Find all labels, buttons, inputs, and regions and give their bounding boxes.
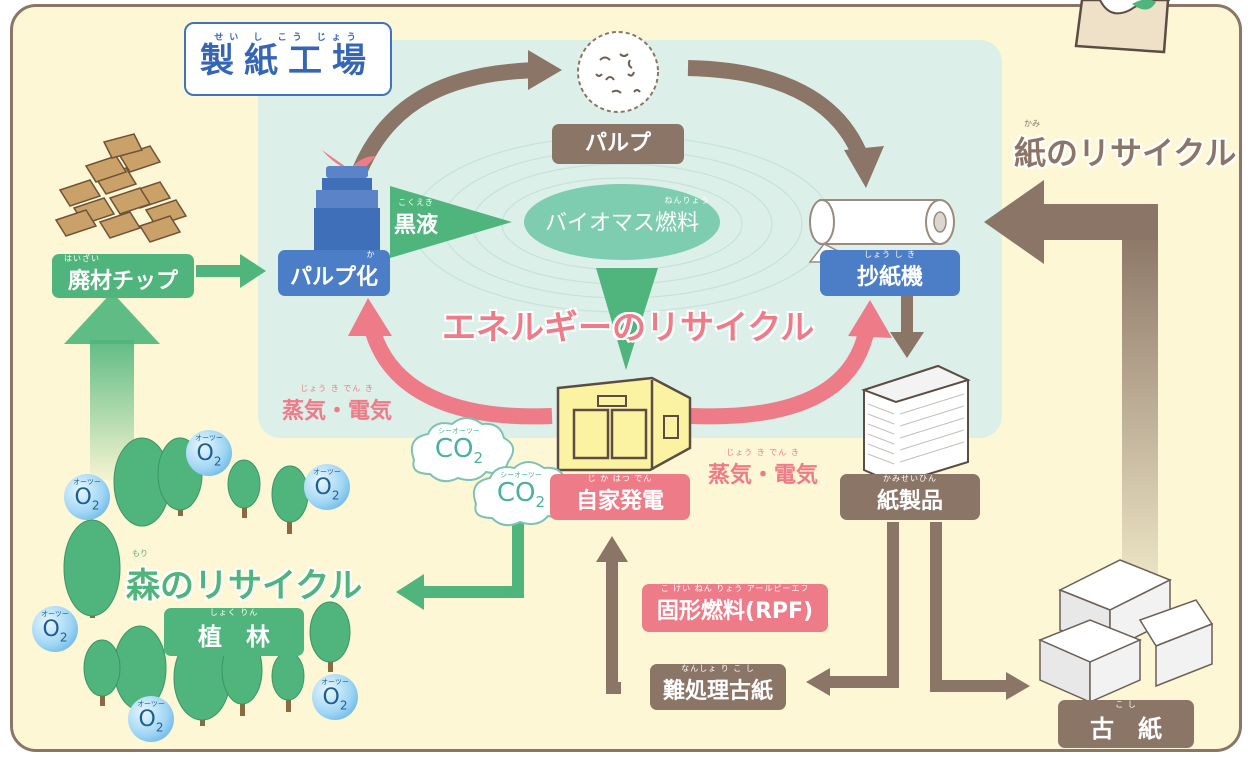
forest-trees (63, 437, 351, 726)
pulp-icon (577, 31, 659, 113)
arrow-waste-to-machine (984, 180, 1044, 264)
co2-label-2: シーオーツー CO2 (496, 471, 546, 512)
steam-power-left-label: じょう き でん き 蒸気・電気 (282, 384, 393, 424)
digester-icon (314, 150, 380, 252)
biomass-ellipse (524, 184, 720, 260)
waste-paper-label: こ し 古 紙 (1058, 700, 1194, 748)
arrow-steam-right (689, 320, 876, 425)
rpf-label: こ けい ねん りょう アールピーエフ 固形燃料(RPF) (642, 584, 828, 632)
paper-products-label: かみせいひん 紙製品 (840, 474, 980, 520)
pulp-label: パルプ (552, 124, 684, 164)
paper-roll-icon (808, 199, 955, 263)
wood-chips-icon (54, 133, 188, 243)
black-liquor-label: こくえき 黒液 (394, 198, 439, 238)
forest-recycle-ruby: もり (132, 549, 148, 558)
pulping-label: か パルプ化 (278, 250, 390, 296)
arrow-steam-left (362, 318, 553, 425)
paper-stack-icon (860, 364, 971, 486)
co2-label-1: シーオーツー CO2 (434, 427, 484, 468)
factory-title: せい し こう じょう 製紙工場 (184, 22, 392, 96)
paper-recycle-title: 紙のリサイクル (1014, 134, 1237, 172)
biomass-to-power-arrow (596, 268, 658, 370)
biomass-label: ねんりょう バイオマス燃料 (544, 196, 710, 236)
forest-recycle-title: 森のリサイクル (126, 566, 363, 606)
power-plant-icon (556, 376, 692, 472)
waste-chips-label: はいざい 廃材チップ (52, 254, 194, 298)
hard-paper-label: なんしょ り こ し 難処理古紙 (650, 664, 786, 710)
black-liquor-arrow (390, 186, 512, 258)
waste-paper-icon (1038, 559, 1214, 704)
arrow-pulp-to-machine (687, 60, 870, 163)
paper-machine-label: しょう し き 抄紙機 (820, 250, 960, 296)
arrow-forest-to-chips (64, 292, 160, 344)
arrow-pulping-to-pulp (352, 62, 541, 174)
steam-power-right-label: じょう き でん き 蒸気・電気 (708, 448, 819, 488)
co2-clouds (410, 417, 577, 527)
power-gen-label: じ か はつ でん 自家発電 (550, 474, 690, 520)
arrow-chips-to-pulping (240, 254, 266, 288)
planting-label: しょく りん 植 林 (164, 608, 304, 656)
leaf-bag-icon (1074, 0, 1170, 54)
energy-recycle-title: エネルギーのリサイクル (442, 308, 815, 348)
paper-recycle-ruby: かみ (1024, 119, 1040, 128)
